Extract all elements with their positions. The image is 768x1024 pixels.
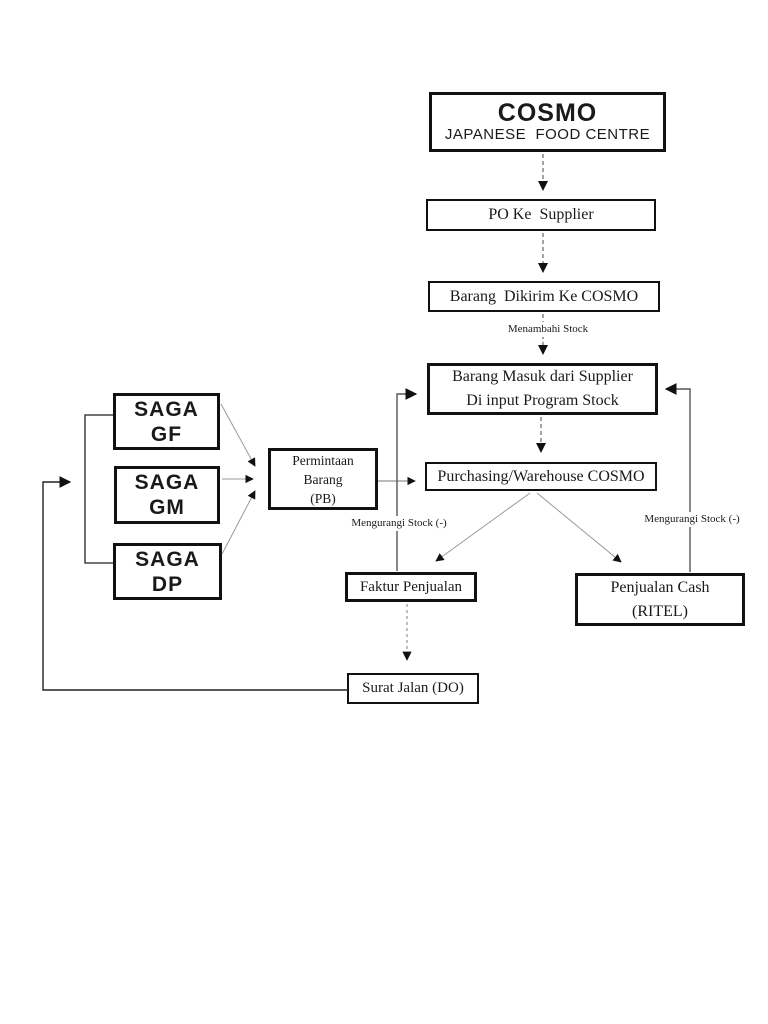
saga-gm-line1: SAGA: [134, 471, 200, 494]
saga-gf-line1: SAGA: [134, 397, 199, 421]
label-menambah-stock: Menambahi Stock: [494, 322, 602, 337]
node-barang-dikirim: Barang Dikirim Ke COSMO: [428, 281, 660, 312]
arrow-faktur-stock-to-masuk: [396, 388, 418, 571]
masuk-line2: Di input Program Stock: [466, 392, 619, 409]
saga-gm-line2: GM: [149, 496, 185, 519]
arrow-cash-stock-to-masuk: [664, 383, 691, 572]
arrow-purchasing-to-cash: [536, 492, 622, 563]
node-purchasing-warehouse: Purchasing/Warehouse COSMO: [425, 462, 657, 491]
po-label: PO Ke Supplier: [488, 206, 594, 223]
node-saga-dp: SAGA DP: [113, 543, 222, 600]
pb-line1: Permintaan: [292, 452, 354, 468]
masuk-line1: Barang Masuk dari Supplier: [452, 368, 633, 385]
cosmo-subtitle: JAPANESE FOOD CENTRE: [444, 126, 651, 143]
cosmo-title: COSMO: [497, 99, 598, 127]
surat-label: Surat Jalan (DO): [362, 680, 464, 696]
node-cosmo: COSMO JAPANESE FOOD CENTRE: [429, 92, 666, 152]
arrow-dp-to-pb: [221, 490, 256, 555]
node-faktur-penjualan: Faktur Penjualan: [345, 572, 477, 602]
saga-gf-line2: GF: [150, 422, 183, 446]
node-saga-gm: SAGA GM: [114, 466, 220, 524]
saga-bracket-line: [84, 414, 113, 564]
saga-dp-line1: SAGA: [135, 547, 200, 571]
arrow-gf-to-pb: [220, 403, 256, 467]
purchasing-label: Purchasing/Warehouse COSMO: [437, 467, 645, 485]
cash-line2: (RITEL): [632, 602, 688, 620]
node-surat-jalan: Surat Jalan (DO): [347, 673, 479, 704]
dikirim-label: Barang Dikirim Ke COSMO: [449, 287, 639, 305]
saga-dp-line2: DP: [151, 572, 184, 596]
node-saga-gf: SAGA GF: [113, 393, 220, 450]
node-permintaan-barang: Permintaan Barang (PB): [268, 448, 378, 510]
pb-line3: (PB): [310, 490, 336, 506]
label-mengurangi-stock-left: Mengurangi Stock (-): [346, 516, 452, 531]
node-penjualan-cash: Penjualan Cash (RITEL): [575, 573, 745, 626]
cash-line1: Penjualan Cash: [610, 578, 710, 596]
pb-line2: Barang: [303, 471, 343, 487]
node-po-ke-supplier: PO Ke Supplier: [426, 199, 656, 231]
faktur-label: Faktur Penjualan: [359, 578, 463, 595]
label-mengurangi-stock-right: Mengurangi Stock (-): [639, 512, 745, 527]
node-barang-masuk: Barang Masuk dari Supplier Di input Prog…: [427, 363, 658, 415]
